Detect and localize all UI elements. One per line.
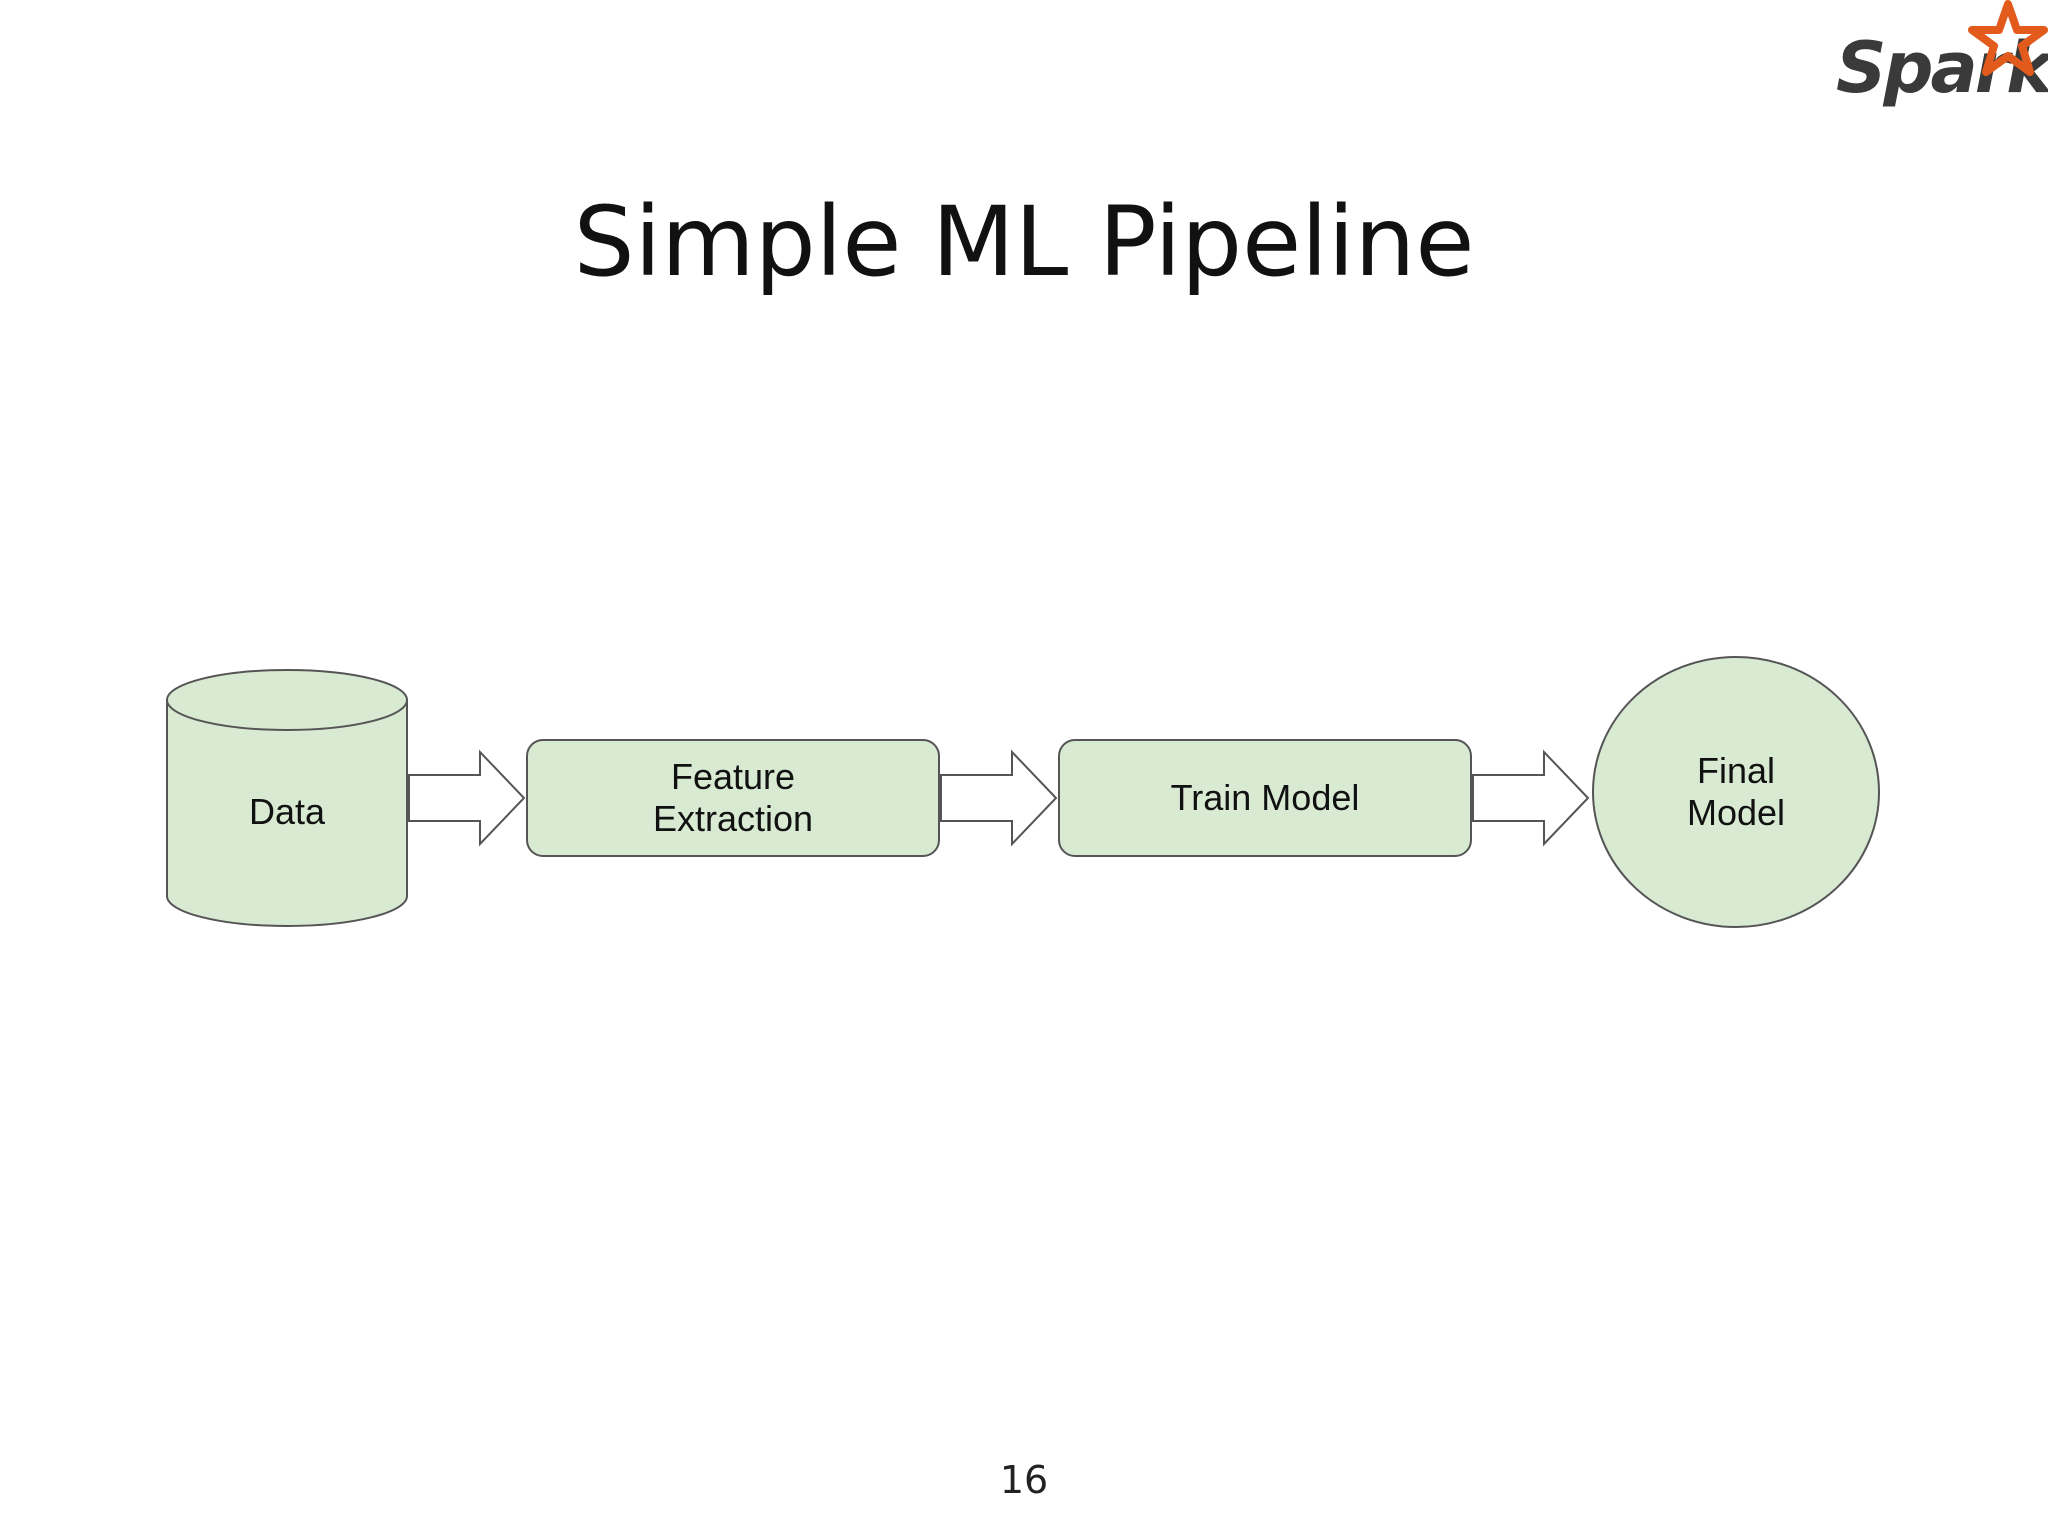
arrow-train-model-to-final-model: [1472, 749, 1590, 847]
final-model-node: [1592, 656, 1880, 928]
final-model-label: Final Model: [1686, 750, 1786, 833]
logo-text: Spark: [1836, 27, 2048, 109]
feature-extraction-label: Feature Extraction: [652, 756, 814, 839]
arrow-feature-extraction-to-train-model: [940, 749, 1058, 847]
slide-title: Simple ML Pipeline: [573, 186, 1475, 298]
train-model-label: Train Model: [1170, 777, 1360, 818]
page-number: 16: [999, 1458, 1049, 1502]
data-node: [166, 669, 408, 927]
train-model-node: [1058, 739, 1472, 857]
feature-extraction-node: [526, 739, 940, 857]
arrow-data-to-feature-extraction: [408, 749, 526, 847]
spark-logo: Spark: [1828, 0, 2048, 120]
star-icon: [1968, 0, 2048, 76]
data-node-label: Data: [248, 791, 326, 832]
